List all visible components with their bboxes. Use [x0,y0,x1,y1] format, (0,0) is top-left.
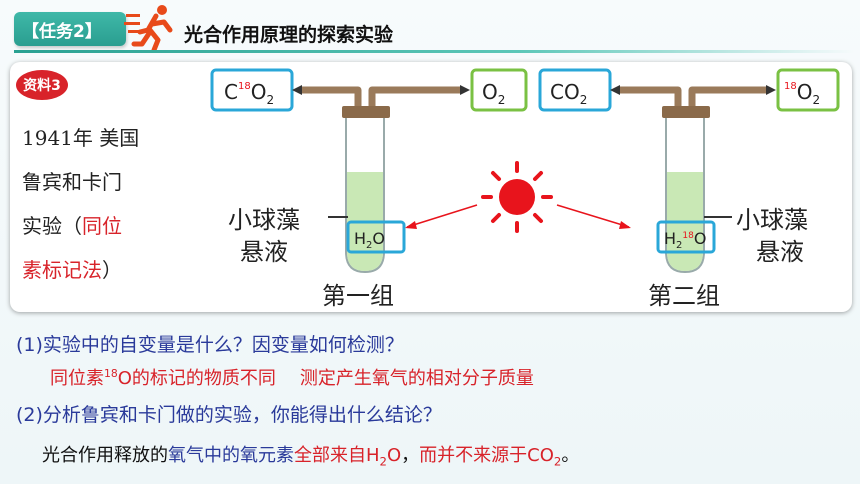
group-2-algae-label-1: 小球藻 [736,206,808,234]
group-2-output-box [776,68,840,112]
page-title: 光合作用原理的探索实验 [184,24,394,46]
header-divider [14,50,854,53]
material-panel [10,62,852,312]
question-1: (1)实验中的自变量是什么？因变量如何检测？ [16,334,404,356]
answer-1: 同位素18O的标记的物质不同测定产生氧气的相对分子质量 [50,367,534,389]
material-description: 1941年 美国 鲁宾和卡门 实验（同位 素标记法） [22,116,172,292]
material-line-4: 素标记法） [22,258,122,282]
material-line-2: 鲁宾和卡门 [22,170,122,194]
group-1-algae-label-1: 小球藻 [228,206,300,234]
group-1-algae-label-2: 悬液 [240,238,288,266]
group-2-input-label: CO2 [550,80,587,107]
task-label: 【任务2】 [14,12,126,46]
sun-icon [405,161,631,233]
material-line-3: 实验（同位 [22,214,122,238]
group-2-algae-label-2: 悬液 [756,238,804,266]
material-line-1: 1941年 美国 [22,126,140,150]
question-2: (2)分析鲁宾和卡门做的实验，你能得出什么结论？ [16,404,442,426]
experiment-diagram: C18O2 O2 H2O 小球藻 悬液 第一组 [210,68,840,310]
group-1-input-label: C18O2 [224,80,274,107]
conclusion: 光合作用释放的氧气中的氧元素全部来自H2O，而并不来源于CO2。 [42,445,580,469]
group-2-apparatus: CO2 18O2 H218O 小球藻 悬液 第二组 [538,68,840,310]
group-2-water-label: H218O [664,229,706,251]
group-1-apparatus: C18O2 O2 H2O 小球藻 悬液 第一组 [210,68,528,310]
group-1-water-label: H2O [354,229,385,251]
group-1-water-box [346,220,406,254]
group-1-label: 第一组 [322,282,394,310]
running-person-icon [124,5,173,52]
group-1-output-box [470,68,528,112]
group-1-output-label: O2 [482,80,505,107]
group-2-label: 第二组 [648,282,720,310]
group-2-water-box [656,220,716,254]
group-2-output-label: 18O2 [784,80,820,107]
material-badge: 资料3 [16,70,68,100]
